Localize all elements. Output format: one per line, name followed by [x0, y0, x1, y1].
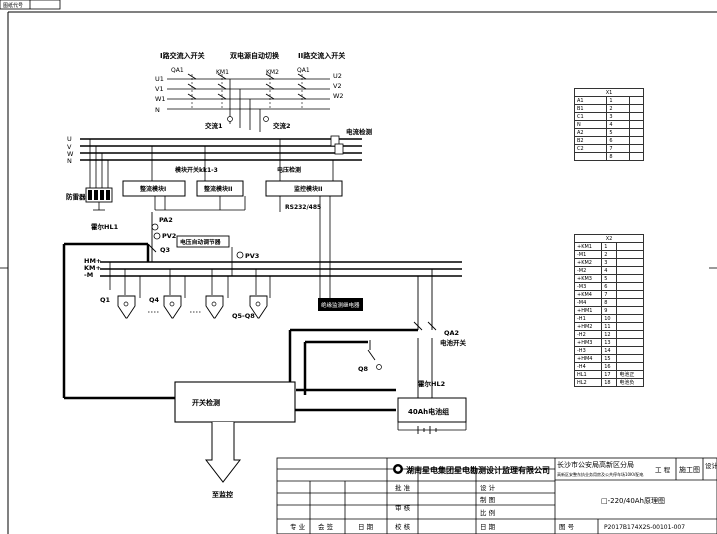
tb-stage-label: 工 程 [655, 465, 671, 474]
tb-design-phase: 设计阶段 [705, 461, 717, 470]
tb-date: 日 期 [358, 523, 374, 531]
q1-label: Q1 [100, 296, 111, 304]
q5q8-label: Q5-Q8 [232, 312, 255, 320]
voltage-detect-label: 电压检测 [277, 166, 301, 174]
qa1-left-label: QA1 [171, 67, 184, 74]
km-label: KM+ [84, 264, 101, 272]
pv3-label: PV3 [245, 252, 259, 260]
module-switch-label: 模块开关kk1-3 [175, 166, 218, 174]
hm-label: HM+ [84, 257, 101, 265]
km1-label: KM1 [216, 69, 229, 76]
hall2-label: 霍尔HL2 [418, 379, 445, 388]
module-section: 模块开关kk1-3 电压检测 整流模块I 整流模块II 监控模块II RS232… [122, 139, 363, 311]
monitor-label: 监控模块II [294, 185, 322, 193]
ac2-label: 交流2 [273, 121, 291, 130]
tb-major: 专 业 [290, 522, 306, 531]
qa1-right-label: QA1 [297, 67, 310, 74]
rs-label: RS232/485 [285, 204, 321, 211]
battery-section: QA2 电池开关 Q8 霍尔HL2 40Ah电池组 [288, 269, 467, 434]
u1-label: U1 [155, 75, 164, 83]
ac-input-section: QA1 KM1 KM2 QA1 U1 V1 W1 N U2 V2 W2 [155, 67, 344, 132]
surge-protector: 防雷器 [66, 139, 113, 211]
tb-date-row: 日 期 [480, 523, 496, 531]
q3-label: Q3 [160, 246, 170, 254]
table-row: 8 [573, 152, 644, 161]
source1-header: I路交流入开关 [160, 51, 205, 60]
rect2-label: 整流模块II [203, 185, 232, 193]
bus-v-label: V [67, 143, 72, 151]
minus-label: -M [84, 271, 93, 279]
tb-client: 长沙市公安局高新区分局 [557, 460, 634, 469]
n-top-label: N [155, 106, 160, 114]
tb-sign: 会 签 [318, 522, 334, 531]
x1-cell [573, 152, 608, 161]
current-detect-label: 电流检测 [346, 127, 373, 136]
dc-bus: HM+ KM+ -M [84, 257, 462, 279]
tb-drawing-name: □-220/40Ah原理图 [601, 497, 665, 505]
bus-n-label: N [67, 157, 72, 165]
pa2-label: PA2 [159, 216, 173, 224]
ac1-label: 交流1 [205, 121, 223, 130]
tb-stage: 施工图 [679, 465, 700, 474]
w2-label: W2 [333, 92, 344, 100]
tb-drawing-no-label: 图 号 [559, 523, 575, 531]
x2-cell: 18 [601, 378, 618, 387]
w1-label: W1 [155, 95, 166, 103]
surge-label: 防雷器 [66, 192, 86, 201]
switch-detect-section: 开关检测 至监控 [174, 381, 296, 499]
bus-u-label: U [67, 135, 72, 143]
v2-label: V2 [333, 82, 342, 90]
v1-label: V1 [155, 85, 164, 93]
tb-design: 设 计 [480, 483, 496, 492]
source2-header: II路交流入开关 [298, 51, 345, 60]
battery-label: 40Ah电池组 [408, 407, 449, 416]
drawing-code-label: 图纸代号 [3, 2, 23, 9]
hall1-label: 霍尔HL1 [91, 222, 119, 231]
switch-detect-label: 开关检测 [192, 398, 220, 407]
tb-drawing-no: P2017B174X2S-00101-007 [604, 524, 685, 531]
tb-review: 审 核 [395, 503, 411, 512]
ats-header: 双电源自动切换 [230, 51, 280, 60]
tb-approve: 批 准 [395, 483, 411, 492]
qa2-label: QA2 [444, 329, 459, 337]
q8-label: Q8 [358, 365, 369, 373]
bus-w-label: W [67, 150, 74, 158]
tb-scale: 比 例 [480, 508, 495, 517]
tb-check: 校 核 [395, 522, 411, 531]
x2-cell: 电池负 [616, 378, 644, 387]
measurement-section: 霍尔HL1 PA2 PV2 Q3 电压自动调节器 PV3 [62, 212, 259, 400]
insulation-label: 绝缘监测继电器 [321, 301, 360, 309]
u2-label: U2 [333, 72, 342, 80]
ac-bus: U V W N 电流检测 [67, 127, 373, 186]
to-monitor-label: 至监控 [212, 490, 233, 499]
km2-label: KM2 [266, 69, 279, 76]
q4-label: Q4 [149, 296, 160, 304]
dc-feeders: Q1 Q4 Q5-Q8 [100, 262, 271, 320]
tb-project: 高新区安整东执业务用房及公共停车场10KV配电 [557, 471, 643, 477]
tb-draw: 制 图 [480, 495, 495, 504]
pv2-label: PV2 [162, 232, 176, 240]
rect1-label: 整流模块I [139, 185, 166, 193]
tb-company: 湖南星电集团星电勘测设计监理有限公司 [406, 465, 550, 475]
battery-switch-label: 电池开关 [440, 338, 467, 347]
x1-cell [629, 152, 644, 161]
auto-reg-label: 电压自动调节器 [180, 238, 221, 246]
